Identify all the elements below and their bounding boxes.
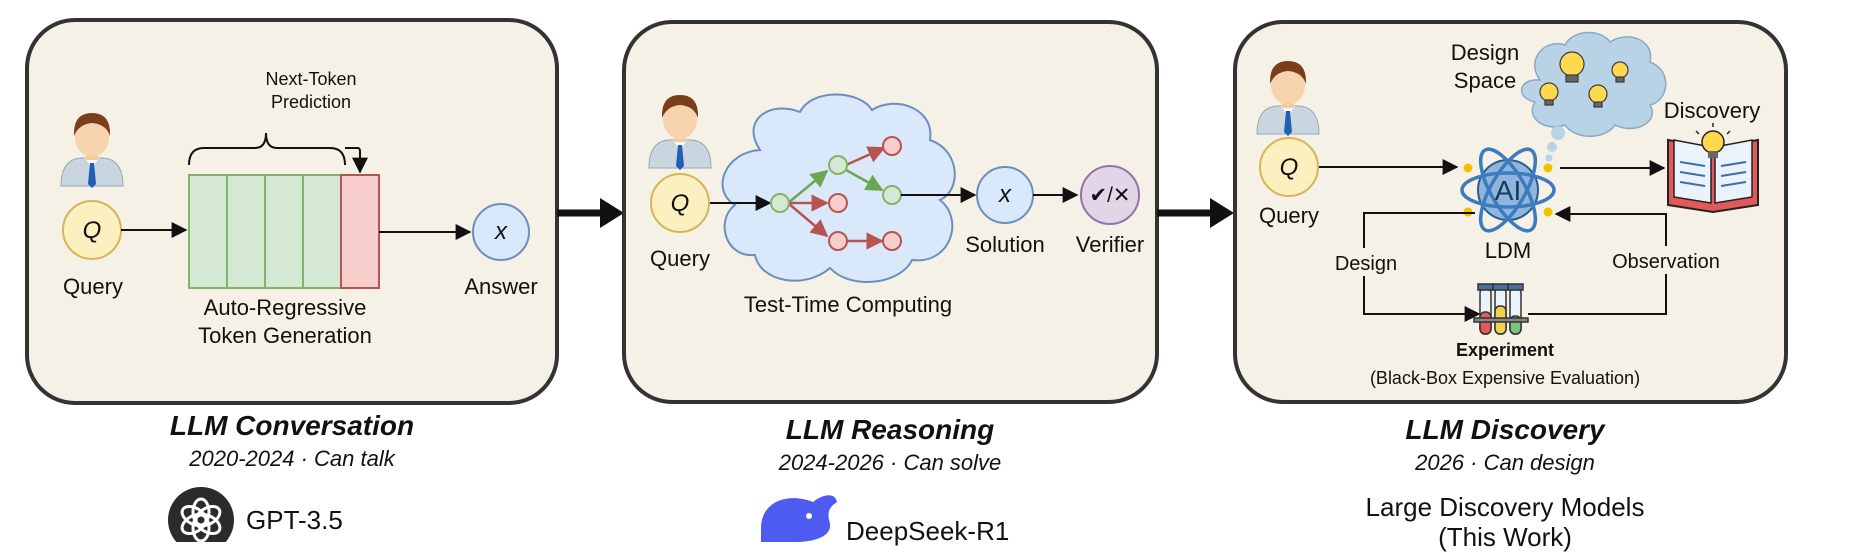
thought-cloud <box>721 93 956 283</box>
svg-text:Q: Q <box>83 217 102 244</box>
design-space-label-1: Design <box>1451 40 1519 65</box>
atom-ai-icon: AI <box>1460 147 1556 233</box>
query-node: Q <box>1259 137 1319 197</box>
next-token-label-2: Prediction <box>271 92 351 112</box>
svg-text:Q: Q <box>1280 154 1299 181</box>
panel1-model: GPT-3.5 <box>246 505 343 535</box>
query-node: Q <box>650 173 710 233</box>
design-space-cloud <box>1521 31 1667 162</box>
openai-logo-icon <box>168 487 234 542</box>
panel-reasoning: Q Query Test-Time Computing x S <box>622 20 1159 404</box>
query-node: Q <box>62 200 122 260</box>
svg-text:✔/✕: ✔/✕ <box>1089 184 1130 207</box>
svg-text:x: x <box>494 218 508 245</box>
solution-node: x <box>976 166 1034 224</box>
panel1-subtitle: 2020-2024 · Can talk <box>189 446 395 471</box>
observation-label: Observation <box>1612 251 1720 273</box>
panel3-model-1: Large Discovery Models <box>1365 492 1645 522</box>
panel-discovery: Q Query Design Space Discovery <box>1233 20 1788 404</box>
experiment-note: (Black-Box Expensive Evaluation) <box>1370 368 1640 388</box>
panel1-title: LLM Conversation <box>169 410 415 441</box>
svg-text:x: x <box>998 181 1012 208</box>
panel2-title: LLM Reasoning <box>785 414 995 445</box>
query-label: Query <box>1259 203 1319 228</box>
panel-conversation: Q Query Next-Token Prediction Auto-Regre… <box>25 18 559 405</box>
generation-label-2: Token Generation <box>198 323 372 348</box>
panel3-model-2: (This Work) <box>1438 522 1572 552</box>
panel3-title: LLM Discovery <box>1405 414 1605 445</box>
test-tubes-icon <box>1473 283 1529 335</box>
answer-node: x <box>472 203 530 261</box>
query-label: Query <box>63 274 123 299</box>
panel3-subtitle: 2026 · Can design <box>1415 450 1595 475</box>
discovery-label: Discovery <box>1664 98 1761 123</box>
reasoning-tree <box>770 136 902 251</box>
stage-arrow-2 <box>1157 198 1234 228</box>
token-sequence <box>188 174 380 289</box>
design-space-label-2: Space <box>1454 68 1516 93</box>
stage-arrow-1 <box>557 198 624 228</box>
panel2-subtitle: 2024-2026 · Can solve <box>778 450 1002 475</box>
lightbulb-icon <box>1539 51 1629 108</box>
whale-logo-icon <box>761 495 837 542</box>
generation-label-1: Auto-Regressive <box>204 295 367 320</box>
ldm-label: LDM <box>1485 238 1531 263</box>
experiment-label: Experiment <box>1456 340 1554 360</box>
svg-text:AI: AI <box>1495 175 1521 206</box>
svg-text:Q: Q <box>671 190 690 217</box>
next-token-label-1: Next-Token <box>265 69 356 89</box>
query-label: Query <box>650 246 710 271</box>
panel2-model: DeepSeek-R1 <box>846 516 1010 546</box>
predicted-token <box>340 174 380 289</box>
answer-label: Answer <box>464 274 537 299</box>
solution-label: Solution <box>965 232 1045 257</box>
book-icon <box>1667 123 1759 214</box>
context-brace <box>188 132 346 166</box>
verifier-label: Verifier <box>1076 232 1144 257</box>
cloud-label: Test-Time Computing <box>744 292 952 317</box>
verifier-node: ✔/✕ <box>1080 165 1140 225</box>
design-label: Design <box>1335 253 1397 275</box>
